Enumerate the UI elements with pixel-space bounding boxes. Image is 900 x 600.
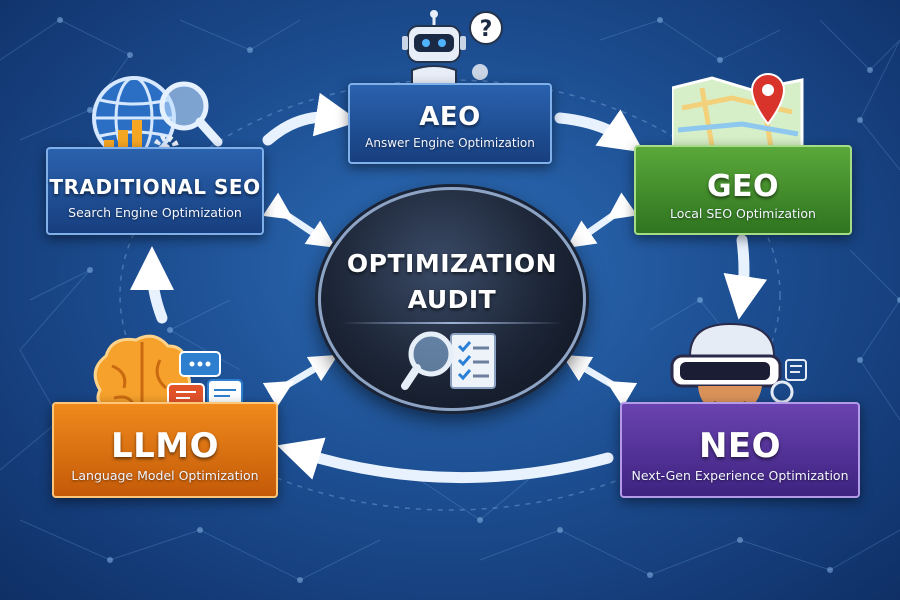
hub-title-line1: OPTIMIZATION xyxy=(346,249,558,278)
node-title: AEO xyxy=(419,102,481,132)
arrow-neo-to-llmo xyxy=(277,437,614,484)
node-title: TRADITIONAL SEO xyxy=(49,175,261,199)
node-subtitle: Next-Gen Experience Optimization xyxy=(631,468,849,483)
arrow-seo-to-aeo xyxy=(262,92,360,146)
node-title: GEO xyxy=(706,169,780,204)
node-subtitle: Language Model Optimization xyxy=(71,468,259,483)
map-pin-icon xyxy=(672,72,804,158)
magnifier-checklist-icon xyxy=(401,331,496,390)
optimization-audit-hub: OPTIMIZATION AUDIT xyxy=(318,187,586,411)
node-subtitle: Local SEO Optimization xyxy=(670,206,816,221)
node-title: NEO xyxy=(698,426,782,466)
node-subtitle: Search Engine Optimization xyxy=(68,205,242,220)
robot-question-icon: ? xyxy=(402,10,503,92)
brain-chat-icon xyxy=(93,334,243,421)
arrow-geo-to-neo xyxy=(723,234,768,320)
node-neo: NEO Next-Gen Experience Optimization xyxy=(620,402,860,498)
node-aeo: AEO Answer Engine Optimization xyxy=(348,83,552,164)
node-title: LLMO xyxy=(110,426,220,466)
node-subtitle: Answer Engine Optimization xyxy=(365,136,535,150)
hub-title-line2: AUDIT xyxy=(407,285,497,314)
hub-divider xyxy=(341,322,563,324)
spoke-llmo xyxy=(262,354,339,408)
arrow-llmo-to-seo xyxy=(130,246,175,324)
hub-title: OPTIMIZATION AUDIT xyxy=(321,246,583,318)
spoke-neo xyxy=(561,354,638,408)
arrow-aeo-to-geo xyxy=(554,109,645,153)
node-traditional-seo: TRADITIONAL SEO Search Engine Optimizati… xyxy=(46,147,264,235)
spoke-seo xyxy=(262,192,336,248)
node-llmo: LLMO Language Model Optimization xyxy=(52,402,278,498)
spoke-geo xyxy=(566,192,638,249)
node-geo: GEO Local SEO Optimization xyxy=(634,145,852,235)
svg-text:?: ? xyxy=(480,17,493,42)
